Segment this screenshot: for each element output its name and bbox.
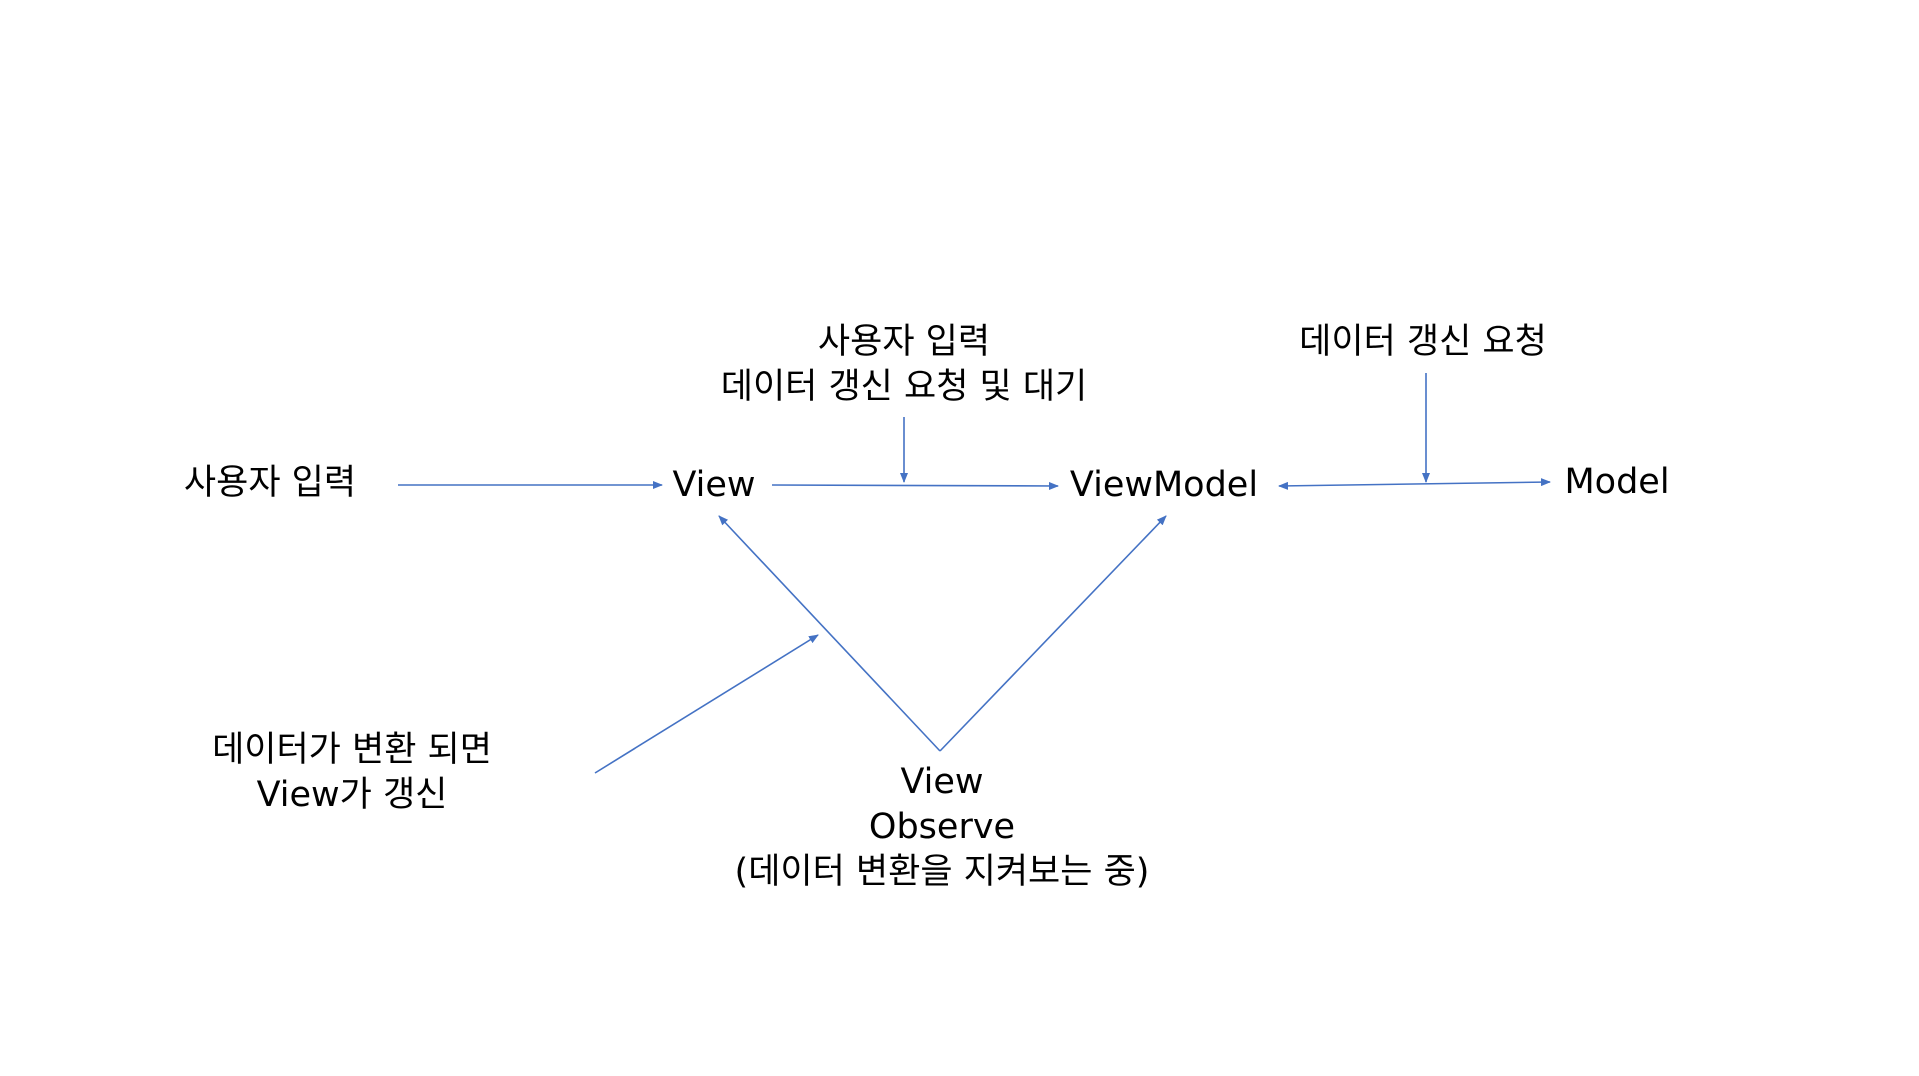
arrow-observe-to-viewmodel	[939, 515, 1167, 752]
annotation-view-to-viewmodel-line-2: 데이터 갱신 요청 및 대기	[720, 367, 1088, 407]
node-user-input: 사용자 입력	[184, 461, 356, 506]
node-model-text: Model	[1564, 462, 1670, 502]
annotation-observe: View Observe (데이터 변환을 지켜보는 중)	[735, 760, 1150, 895]
node-user-input-text: 사용자 입력	[183, 463, 357, 503]
annotation-observe-line-3: (데이터 변환을 지켜보는 중)	[734, 852, 1150, 892]
node-viewmodel-text: ViewModel	[1069, 465, 1259, 505]
annotation-view-to-viewmodel-line-1: 사용자 입력	[817, 322, 991, 362]
annotation-viewmodel-to-model-line-1: 데이터 갱신 요청	[1299, 322, 1547, 362]
node-view-text: View	[672, 465, 756, 505]
arrow-view-to-viewmodel	[771, 481, 1059, 490]
annotation-observe-line-2: Observe	[868, 807, 1016, 847]
annotation-observe-line-1: View	[900, 762, 984, 802]
arrow-observe-to-view	[718, 515, 941, 752]
annotation-data-changed-line-1: 데이터가 변환 되면	[212, 730, 492, 770]
annotation-data-changed: 데이터가 변환 되면 View가 갱신	[212, 728, 492, 818]
node-model: Model	[1564, 460, 1669, 505]
node-view: View	[672, 463, 755, 508]
annotation-viewmodel-to-model: 데이터 갱신 요청	[1299, 320, 1547, 365]
arrow-data-changed-to-observe	[594, 634, 819, 774]
annotation-data-changed-line-2: View가 갱신	[256, 775, 448, 815]
node-viewmodel: ViewModel	[1070, 463, 1258, 508]
annotation-view-to-viewmodel: 사용자 입력 데이터 갱신 요청 및 대기	[721, 320, 1088, 410]
arrow-viewmodel-model-bidirectional	[1278, 478, 1551, 490]
